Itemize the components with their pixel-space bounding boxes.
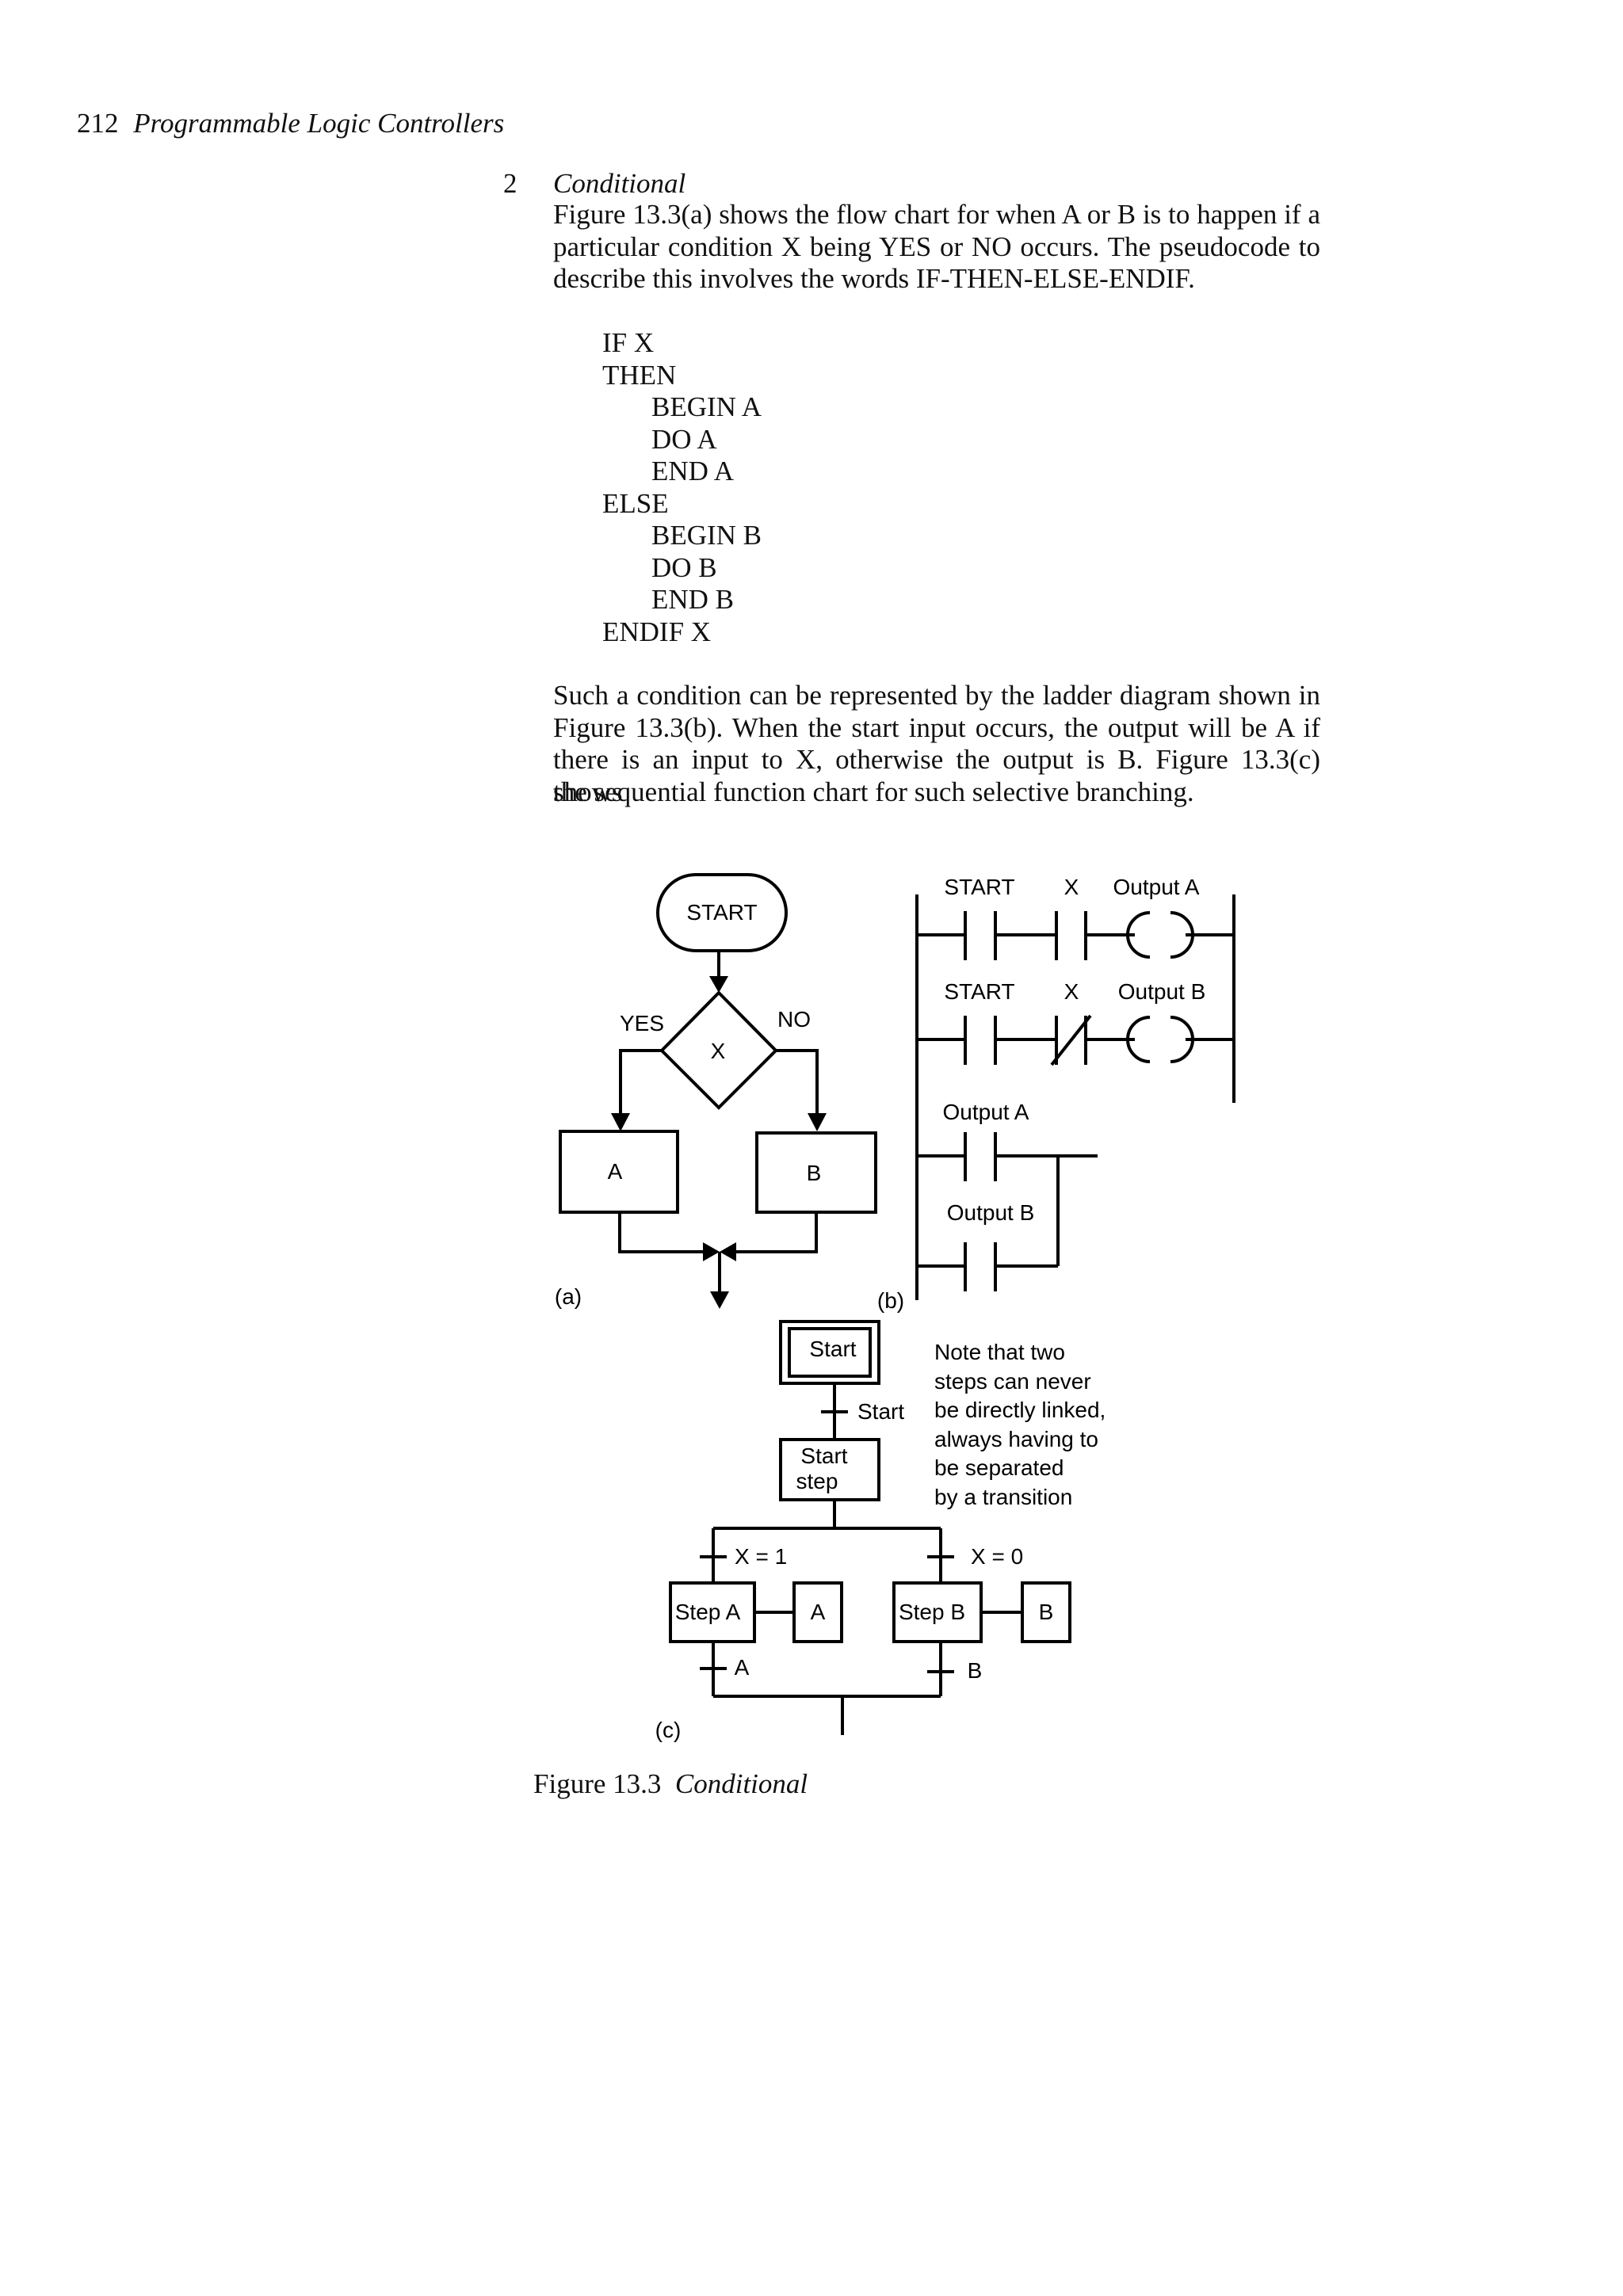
decision-label: X bbox=[711, 1039, 726, 1063]
action-a bbox=[792, 1581, 843, 1643]
coil bbox=[1126, 911, 1151, 959]
text-line: particular condition X being YES or NO o… bbox=[553, 231, 1320, 262]
figure-part-label: (b) bbox=[877, 1288, 904, 1313]
item-number: 2 bbox=[503, 168, 517, 199]
figure-part-label: (c) bbox=[655, 1718, 682, 1742]
code-line: END A bbox=[651, 456, 735, 486]
text-line: the sequential function chart for such s… bbox=[553, 776, 1194, 807]
code-line: THEN bbox=[602, 360, 677, 391]
initial-step bbox=[779, 1320, 880, 1385]
step-a-label: Step A bbox=[675, 1600, 741, 1624]
code-line: DO A bbox=[651, 424, 717, 455]
code-line: DO B bbox=[651, 552, 717, 583]
text-line: Figure 13.3(b). When the start input occ… bbox=[553, 711, 1320, 743]
rung2-contact2-label: X bbox=[1064, 979, 1079, 1004]
start-step-label: Start bbox=[800, 1444, 847, 1468]
rung2-contact1-label: START bbox=[944, 979, 1014, 1004]
sfc-note: Note that two steps can never be directl… bbox=[934, 1340, 1112, 1509]
transition-a-label: A bbox=[735, 1655, 750, 1680]
decision-diamond bbox=[659, 990, 778, 1110]
action-b-label: B bbox=[1039, 1600, 1054, 1624]
box-b-label: B bbox=[807, 1161, 822, 1185]
box-a-label: A bbox=[608, 1159, 623, 1184]
text-line: describe this involves the words IF-THEN… bbox=[553, 263, 1195, 294]
code-line: ENDIF X bbox=[602, 616, 712, 647]
code-line: BEGIN A bbox=[651, 391, 762, 422]
running-head: 212 Programmable Logic Controllers bbox=[77, 108, 504, 139]
text-line: Such a condition can be represented by t… bbox=[553, 680, 1320, 711]
paragraph-ladder: Such a condition can be represented by t… bbox=[553, 680, 1320, 808]
rung1-coil-label: Output A bbox=[1113, 875, 1200, 899]
paragraph-intro: Figure 13.3(a) shows the flow chart for … bbox=[553, 199, 1320, 296]
sequential-function-chart: Start Start Start step X = 1 Step A A A bbox=[655, 1320, 1112, 1742]
action-a-label: A bbox=[811, 1600, 826, 1624]
step-b-label: Step B bbox=[899, 1600, 965, 1624]
code-line: IF X bbox=[602, 327, 655, 358]
start-terminal bbox=[656, 873, 788, 952]
transition-start-label: Start bbox=[857, 1399, 904, 1424]
branch-contact2-label: Output B bbox=[947, 1200, 1035, 1225]
rung1-contact1-label: START bbox=[944, 875, 1014, 899]
condition-x0-label: X = 0 bbox=[971, 1544, 1023, 1569]
figure-caption: Figure 13.3 Conditional bbox=[533, 1768, 808, 1800]
code-line: ELSE bbox=[602, 488, 669, 519]
figure-part-label: (a) bbox=[555, 1284, 582, 1309]
start-step bbox=[779, 1438, 880, 1501]
start-label: START bbox=[686, 900, 757, 925]
code-line: BEGIN B bbox=[651, 520, 762, 551]
code-line: END B bbox=[651, 584, 735, 615]
arrow-down-icon bbox=[709, 976, 728, 993]
arrow-right-icon bbox=[703, 1242, 720, 1261]
transition-b-label: B bbox=[968, 1658, 983, 1683]
text-line: Figure 13.3(a) shows the flow chart for … bbox=[553, 199, 1320, 230]
condition-x1-label: X = 1 bbox=[735, 1544, 787, 1569]
action-b bbox=[1021, 1581, 1071, 1643]
initial-step-label: Start bbox=[809, 1337, 856, 1361]
flowchart: START X YES NO A B (a) bbox=[555, 873, 877, 1309]
no-label: NO bbox=[777, 1007, 811, 1032]
item-title: Conditional bbox=[553, 168, 686, 199]
branch-contact1-label: Output A bbox=[943, 1100, 1029, 1124]
rung2-coil-label: Output B bbox=[1118, 979, 1206, 1004]
ladder-diagram: START X Output A START X Output B bbox=[877, 875, 1235, 1313]
caption-title: Conditional bbox=[674, 1768, 808, 1799]
arrow-down-icon bbox=[808, 1113, 827, 1131]
contact-nc-slash bbox=[1050, 1014, 1092, 1066]
text-line: there is an input to X, otherwise the ou… bbox=[553, 744, 1320, 807]
book-title: Programmable Logic Controllers bbox=[133, 108, 505, 139]
start-step-label: step bbox=[796, 1469, 838, 1493]
caption-prefix: Figure 13.3 bbox=[533, 1768, 662, 1799]
coil bbox=[1126, 1016, 1151, 1063]
arrow-left-icon bbox=[720, 1242, 736, 1261]
rung1-contact2-label: X bbox=[1064, 875, 1079, 899]
arrow-down-icon bbox=[710, 1291, 729, 1309]
page-number: 212 bbox=[77, 108, 119, 139]
arrow-down-icon bbox=[611, 1113, 630, 1131]
yes-label: YES bbox=[620, 1011, 664, 1035]
initial-step-inner bbox=[788, 1327, 872, 1378]
